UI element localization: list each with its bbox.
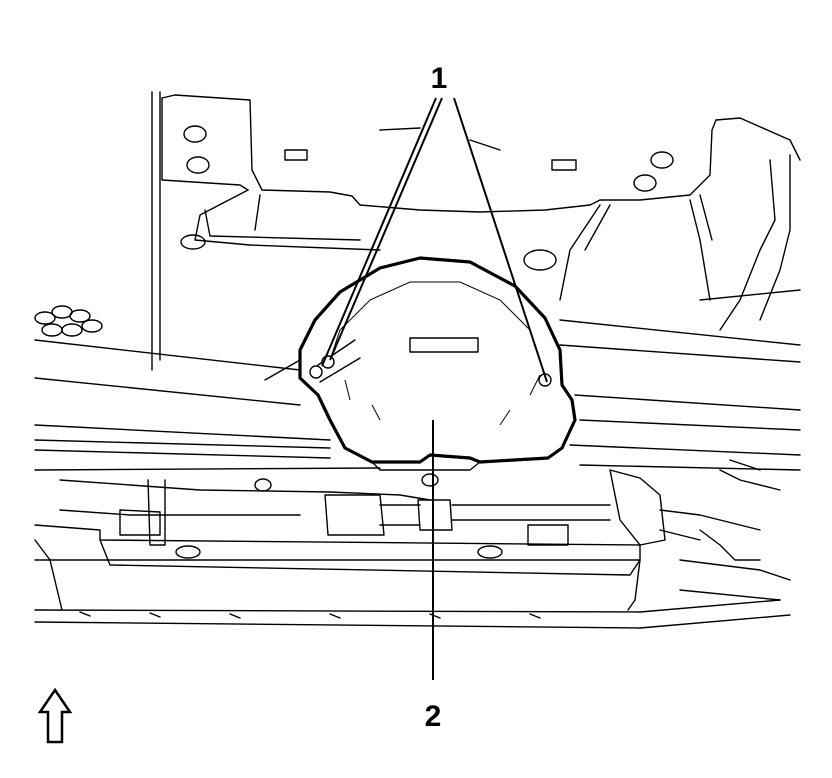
callout-1-label: 1 [431, 62, 448, 95]
body-floor-structure [151, 91, 801, 371]
heat-shield [298, 256, 577, 471]
bottom-panel [34, 524, 791, 629]
callout-2-label: 2 [425, 700, 442, 733]
lower-components [59, 459, 781, 561]
left-edge-bolts [34, 305, 103, 337]
up-arrow-icon [37, 687, 73, 744]
callout-1-leaders [321, 97, 548, 383]
